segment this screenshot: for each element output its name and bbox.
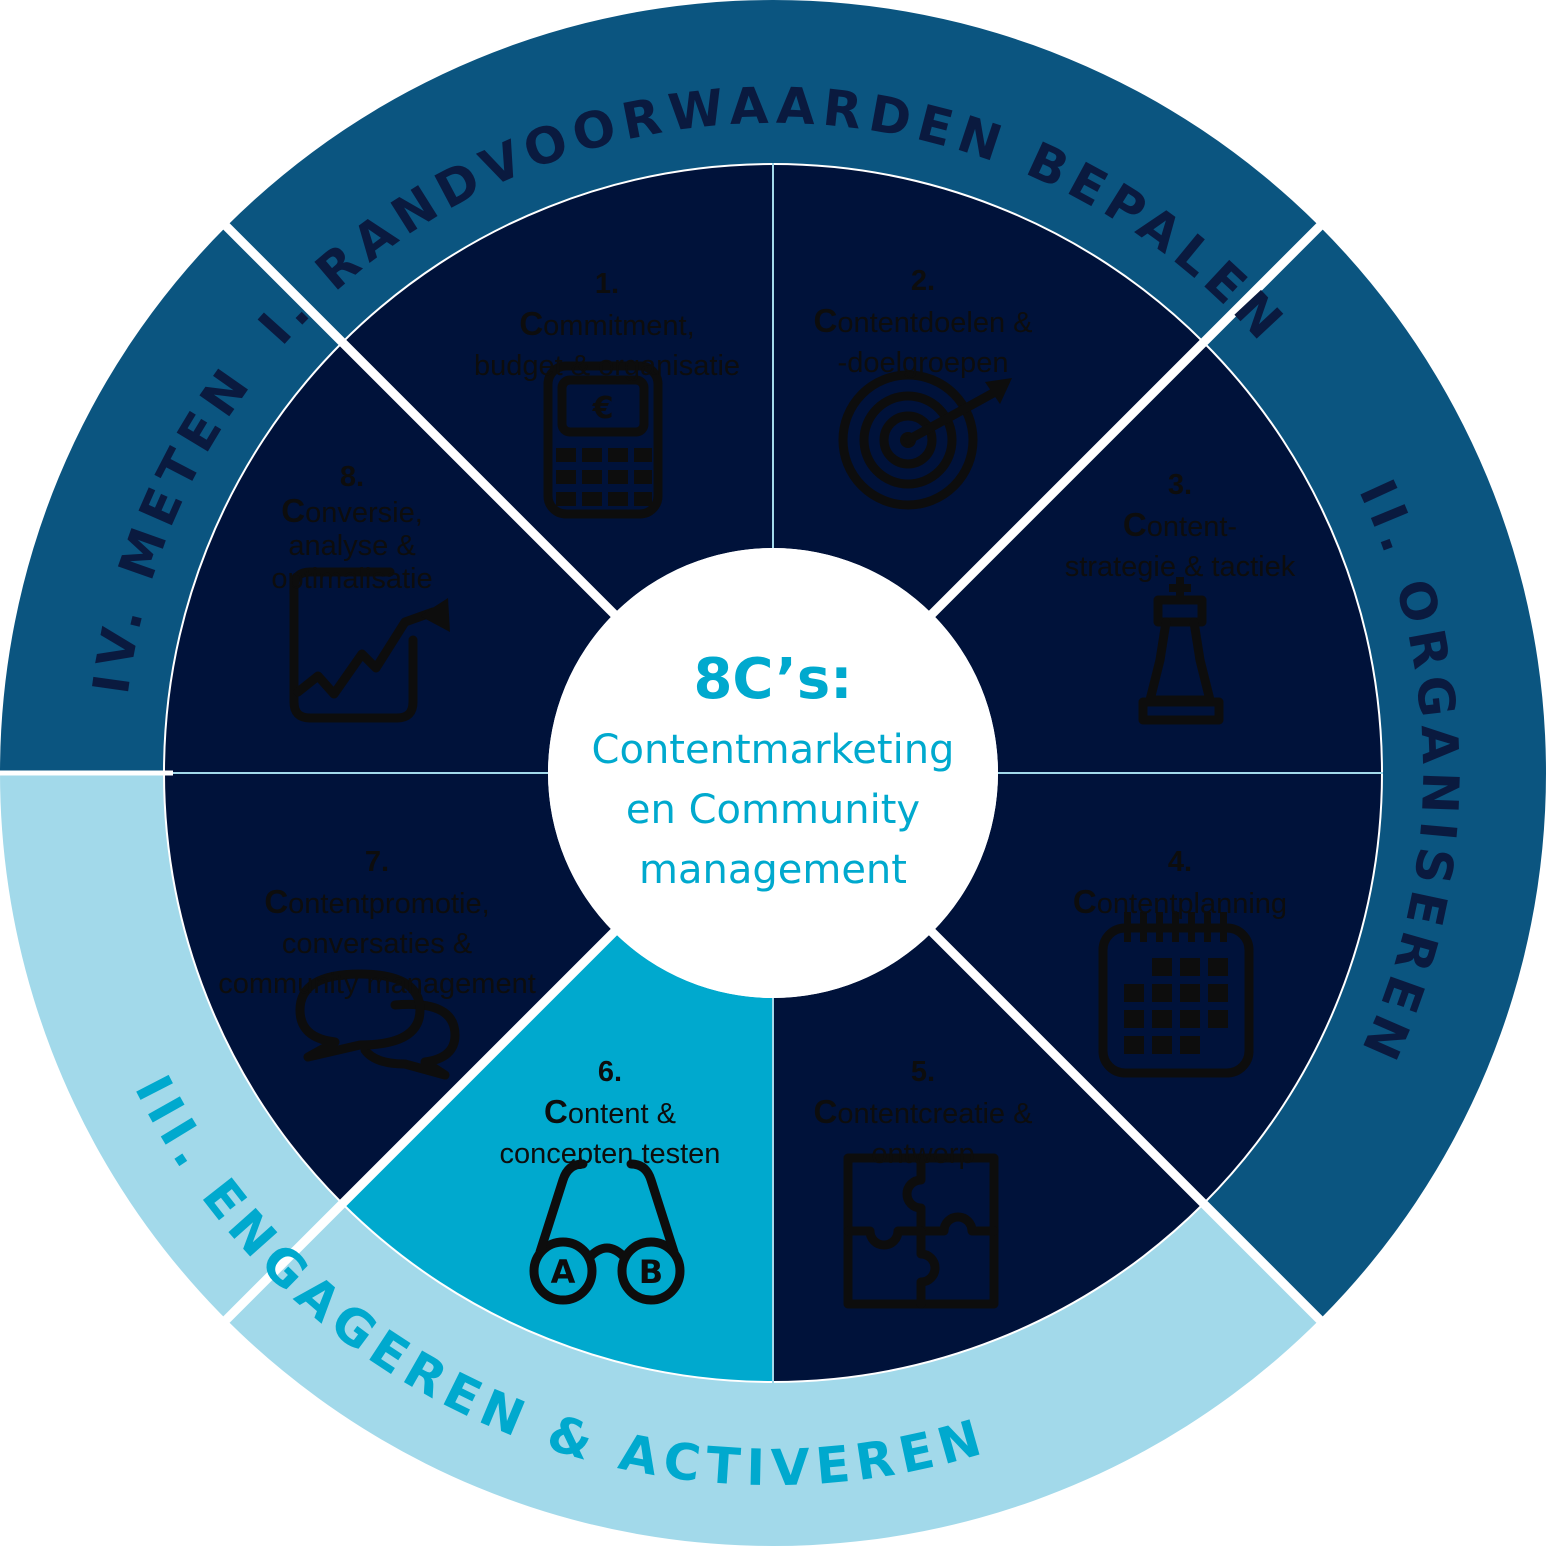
segment-number: 1. xyxy=(594,268,620,300)
segment-5-label: 5. Contentcreatie & ontwerp xyxy=(814,1012,1033,1174)
phase-IV-ring xyxy=(0,226,349,773)
phase-I-ring xyxy=(226,0,1320,349)
segment-title: ontent & concepten testen xyxy=(499,1098,721,1170)
segment-3-label: 3. Content- strategie & tactiek xyxy=(1065,425,1296,587)
segment-title: ontentpromotie, conversaties & community… xyxy=(218,888,536,1000)
calculator-icon: € xyxy=(543,361,663,519)
segment-initial: C xyxy=(519,305,544,342)
segment-title: onversie, analyse & optimalisatie xyxy=(271,497,433,595)
segment-2-label: 2. Contentdoelen & -doelgroepen xyxy=(814,221,1033,383)
diagonal-divider xyxy=(925,925,1328,1328)
segment-number: 3. xyxy=(1167,469,1193,501)
center-line-1: Contentmarketing xyxy=(591,727,955,773)
segment-8-label: 8. Conversie, analyse & optimalisatie xyxy=(271,428,432,596)
segment-initial: C xyxy=(281,492,306,529)
segment-1-label: 1. Commitment, budget & organisatie xyxy=(474,224,740,386)
segment-7-label: 7. Contentpromotie, conversaties & commun… xyxy=(218,802,536,1004)
segment-initial: C xyxy=(1072,883,1097,920)
segment-initial: C xyxy=(264,883,289,920)
segment-number: 4. xyxy=(1167,846,1193,878)
option-a-label: A xyxy=(551,1253,576,1291)
euro-symbol: € xyxy=(592,391,614,426)
segment-title: ommitment, budget & organisatie xyxy=(473,310,741,382)
segment-initial: C xyxy=(813,302,838,339)
segment-number: 7. xyxy=(364,846,390,878)
ab-glasses-icon: A B xyxy=(529,1159,685,1305)
chess-king-icon xyxy=(1138,577,1224,725)
option-b-label: B xyxy=(639,1253,663,1291)
segment-6 xyxy=(342,932,773,1382)
phase-III-ring xyxy=(0,773,1320,1546)
segment-title: ontentdoelen & -doelgroepen xyxy=(837,307,1033,379)
segment-title: ontentcreatie & ontwerp xyxy=(837,1098,1033,1170)
segment-initial: C xyxy=(813,1093,838,1130)
segment-number: 6. xyxy=(597,1056,623,1088)
segment-8 xyxy=(164,342,614,773)
segment-number: 8. xyxy=(339,461,365,493)
diagonal-divider xyxy=(925,218,1328,621)
chat-bubbles-icon xyxy=(295,969,460,1080)
segment-initial: C xyxy=(544,1093,568,1130)
center-line-2: en Community xyxy=(625,787,921,833)
segment-number: 2. xyxy=(910,265,936,297)
center-line-3: management xyxy=(639,847,907,893)
segment-7 xyxy=(164,773,614,1204)
diagonal-divider xyxy=(218,925,621,1328)
segment-title: ontent- strategie & tactiek xyxy=(1064,511,1296,583)
segment-title: ontentplanning xyxy=(1096,888,1288,920)
center-heading: 8C’s: xyxy=(693,647,853,712)
segment-3 xyxy=(932,342,1382,773)
diagonal-divider xyxy=(218,218,621,621)
center-circle xyxy=(548,548,998,998)
growth-chart-icon xyxy=(289,567,450,723)
calendar-icon xyxy=(1098,912,1254,1078)
segment-4-label: 4. Contentplanning xyxy=(1073,802,1287,924)
target-icon xyxy=(838,370,1012,510)
segment-initial: C xyxy=(1122,506,1147,543)
center-title: 8C’s: Contentmarketing en Community mana… xyxy=(553,640,993,900)
puzzle-icon xyxy=(843,1153,999,1309)
segment-number: 5. xyxy=(910,1056,936,1088)
segment-6-label: 6. Content & concepten testen xyxy=(500,1012,721,1174)
phase-II-ring xyxy=(1197,226,1546,1320)
dividers xyxy=(0,163,1383,1383)
